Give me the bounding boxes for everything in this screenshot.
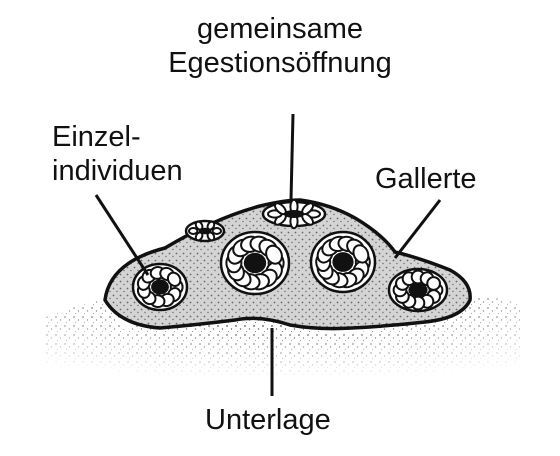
zooid-top-left: [184, 219, 226, 243]
pointer-line-gel: [393, 199, 442, 259]
label-individuals-line2: individuen: [52, 155, 183, 187]
label-substrate: Unterlage: [205, 404, 331, 436]
label-individuals-line1: Einzel-: [52, 121, 141, 153]
pointer-line-egestion: [289, 113, 295, 201]
zooid-top-opening: [261, 198, 327, 230]
label-gel: Gallerte: [375, 163, 477, 195]
label-common-egestion-opening: gemeinsame Egestionsöffnung: [0, 12, 560, 80]
label-egestion-line1: gemeinsame: [196, 13, 364, 45]
zooid-center-right: [309, 230, 377, 294]
zooid-center-left: [219, 230, 291, 296]
label-egestion-line2: Egestionsöffnung: [168, 47, 392, 79]
zooid-right: [387, 267, 449, 313]
substrate: [44, 296, 520, 380]
zooid-left: [131, 262, 189, 312]
pointer-line-individuals: [94, 194, 150, 276]
label-individuals: Einzel- individuen: [52, 120, 183, 188]
zooid-group: [131, 198, 449, 313]
